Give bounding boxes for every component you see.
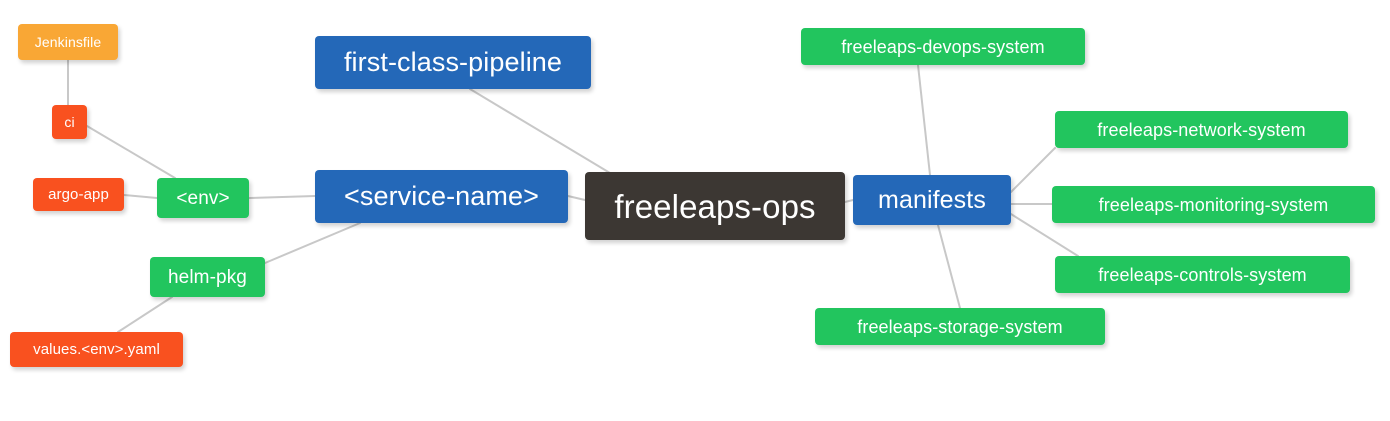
node-label-env: <env> xyxy=(176,187,230,209)
node-freeleaps-network-system[interactable]: freeleaps-network-system xyxy=(1055,111,1348,148)
edge-service-name-to-helm-pkg xyxy=(264,222,361,264)
node-label-first-class-pipeline: first-class-pipeline xyxy=(343,47,563,77)
node-label-freeleaps-storage-system: freeleaps-storage-system xyxy=(857,316,1063,337)
edge-service-name-to-env xyxy=(248,195,316,199)
node-manifests[interactable]: manifests xyxy=(853,175,1011,225)
edge-manifests-to-freeleaps-network-system xyxy=(1010,147,1056,193)
edge-helm-pkg-to-values-yaml xyxy=(117,296,173,333)
node-label-manifests: manifests xyxy=(878,185,986,214)
node-label-ci: ci xyxy=(64,114,75,130)
node-freeleaps-storage-system[interactable]: freeleaps-storage-system xyxy=(815,308,1105,345)
node-freeleaps-devops-system[interactable]: freeleaps-devops-system xyxy=(801,28,1085,65)
node-freeleaps-monitoring-system[interactable]: freeleaps-monitoring-system xyxy=(1052,186,1375,223)
node-label-freeleaps-monitoring-system: freeleaps-monitoring-system xyxy=(1098,194,1329,215)
edge-manifests-to-freeleaps-devops-system xyxy=(917,64,931,176)
edge-freeleaps-ops-to-first-class-pipeline xyxy=(469,88,611,174)
node-label-freeleaps-network-system: freeleaps-network-system xyxy=(1097,119,1306,140)
node-jenkinsfile[interactable]: Jenkinsfile xyxy=(18,24,118,60)
node-label-values-yaml: values.<env>.yaml xyxy=(33,341,160,358)
node-label-jenkinsfile: Jenkinsfile xyxy=(34,34,102,50)
node-label-argo-app: argo-app xyxy=(48,186,109,203)
node-env[interactable]: <env> xyxy=(157,178,249,218)
node-label-helm-pkg: helm-pkg xyxy=(168,266,247,288)
edge-freeleaps-ops-to-manifests xyxy=(844,199,854,203)
edge-env-to-argo-app xyxy=(123,194,158,199)
edge-env-to-ci xyxy=(86,125,176,179)
edge-manifests-to-freeleaps-storage-system xyxy=(937,224,961,309)
node-freeleaps-ops[interactable]: freeleaps-ops xyxy=(585,172,845,240)
node-ci[interactable]: ci xyxy=(52,105,87,139)
node-label-freeleaps-devops-system: freeleaps-devops-system xyxy=(841,36,1045,57)
node-values-yaml[interactable]: values.<env>.yaml xyxy=(10,332,183,367)
node-first-class-pipeline[interactable]: first-class-pipeline xyxy=(315,36,591,89)
node-freeleaps-controls-system[interactable]: freeleaps-controls-system xyxy=(1055,256,1350,293)
node-label-service-name: <service-name> xyxy=(344,181,539,211)
node-service-name[interactable]: <service-name> xyxy=(315,170,568,223)
node-label-freeleaps-ops: freeleaps-ops xyxy=(614,187,816,225)
node-argo-app[interactable]: argo-app xyxy=(33,178,124,211)
node-label-freeleaps-controls-system: freeleaps-controls-system xyxy=(1098,264,1307,285)
node-helm-pkg[interactable]: helm-pkg xyxy=(150,257,265,297)
edge-freeleaps-ops-to-service-name xyxy=(567,195,586,201)
